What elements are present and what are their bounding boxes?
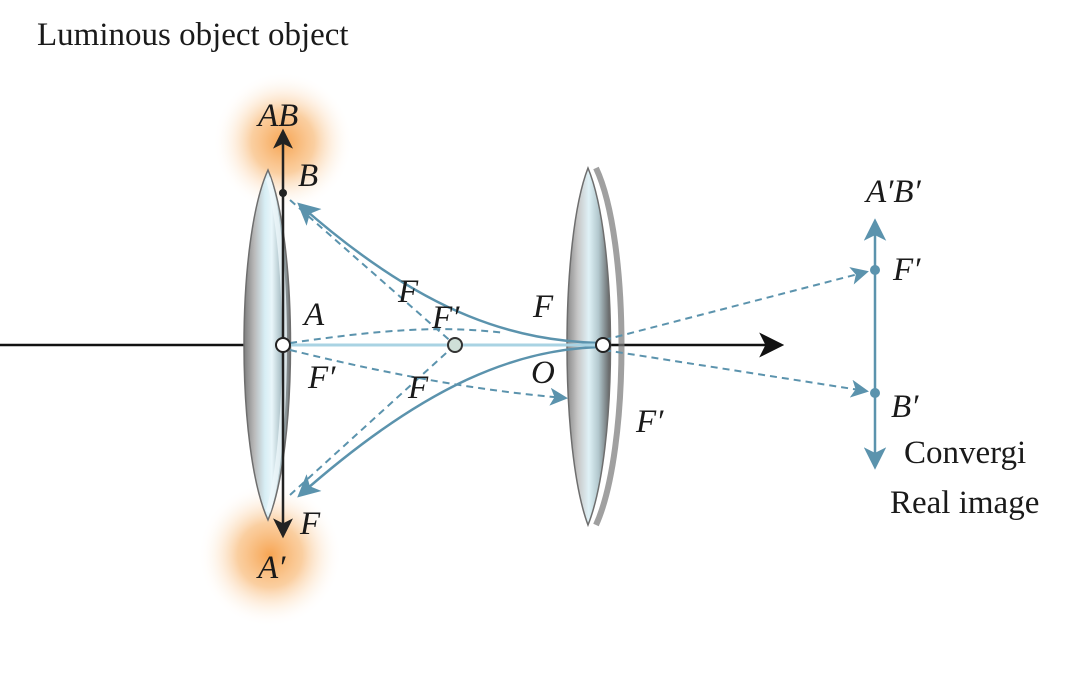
caption-converging: Convergi: [904, 435, 1026, 471]
label-a-prime: A′: [256, 550, 286, 586]
point-b-dot: [279, 189, 287, 197]
ray-solid-upper: [297, 202, 599, 345]
label-o: O: [531, 355, 555, 391]
ray-dashed-upper-left: [289, 199, 456, 346]
label-ab: AB: [256, 98, 298, 134]
label-f-bottom-left: F: [299, 506, 321, 542]
image-b-prime-dot: [870, 388, 880, 398]
diagram-title: Luminous object object: [37, 17, 349, 53]
object-glow-bottom: [198, 483, 342, 627]
label-f-prime-lens2: F′: [635, 404, 664, 440]
ray-dashed-lower-left: [289, 344, 456, 496]
ray-dashed-axis-upper: [289, 328, 506, 344]
label-f-prime-left: F′: [307, 360, 336, 396]
label-b: B: [298, 158, 318, 194]
ray-dashed-out-upper: [603, 267, 869, 341]
point-a-circle: [275, 337, 291, 353]
label-f-lower-mid: F: [407, 370, 429, 406]
caption-real-image: Real image: [890, 485, 1039, 521]
image-f-prime-dot: [870, 265, 880, 275]
right-lens-edge: [593, 166, 625, 527]
center-o-circle: [595, 337, 611, 353]
label-a-prime-b-prime: A′B′: [864, 174, 922, 210]
focal-point-circle: [447, 337, 463, 353]
ray-dashed-to-lens: [289, 349, 568, 406]
ray-solid-lower: [297, 345, 599, 498]
ray-dashed-out-lower: [603, 349, 869, 398]
label-image-b-prime: B′: [891, 389, 919, 425]
label-a: A: [302, 297, 325, 333]
label-f-prime-mid: F′: [431, 300, 460, 336]
label-image-f-prime: F′: [892, 252, 921, 288]
label-f-upper-mid: F: [397, 274, 419, 310]
label-f-upper-right: F: [532, 289, 554, 325]
